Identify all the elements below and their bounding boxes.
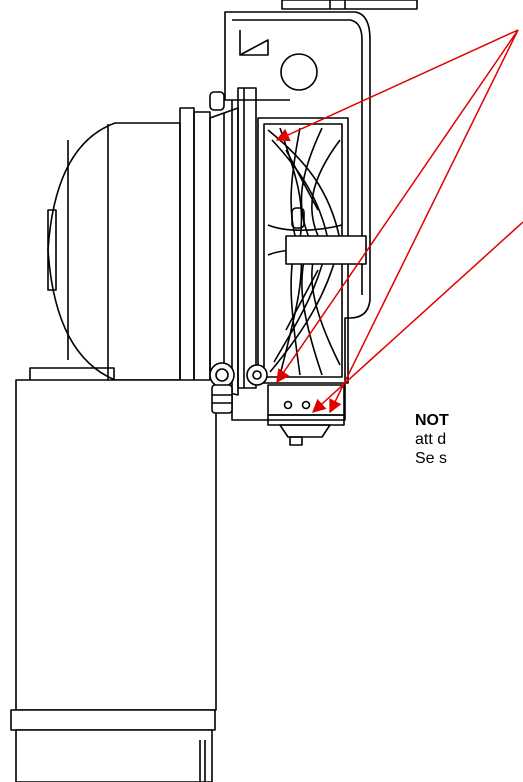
- clamp-screws: [209, 362, 268, 414]
- note-line-2: Se s: [415, 450, 448, 467]
- callout-arrow: [329, 29, 519, 414]
- motor-body: [10, 367, 217, 782]
- note-title: NOT: [415, 412, 449, 429]
- note-line-1: att d: [415, 431, 447, 448]
- fan-rotor: [257, 117, 367, 384]
- note-text: NOT att d Se s: [415, 411, 449, 468]
- callout-arrow: [311, 221, 523, 413]
- callout-arrow: [276, 29, 519, 384]
- flange-plate: [209, 87, 257, 389]
- mounting-bracket: [224, 11, 371, 421]
- top-clip: [281, 0, 418, 10]
- motor-housing: [47, 107, 239, 399]
- mounting-hole: [280, 53, 318, 91]
- fan-hub-bar: [285, 235, 367, 265]
- callout-arrow: [275, 29, 519, 142]
